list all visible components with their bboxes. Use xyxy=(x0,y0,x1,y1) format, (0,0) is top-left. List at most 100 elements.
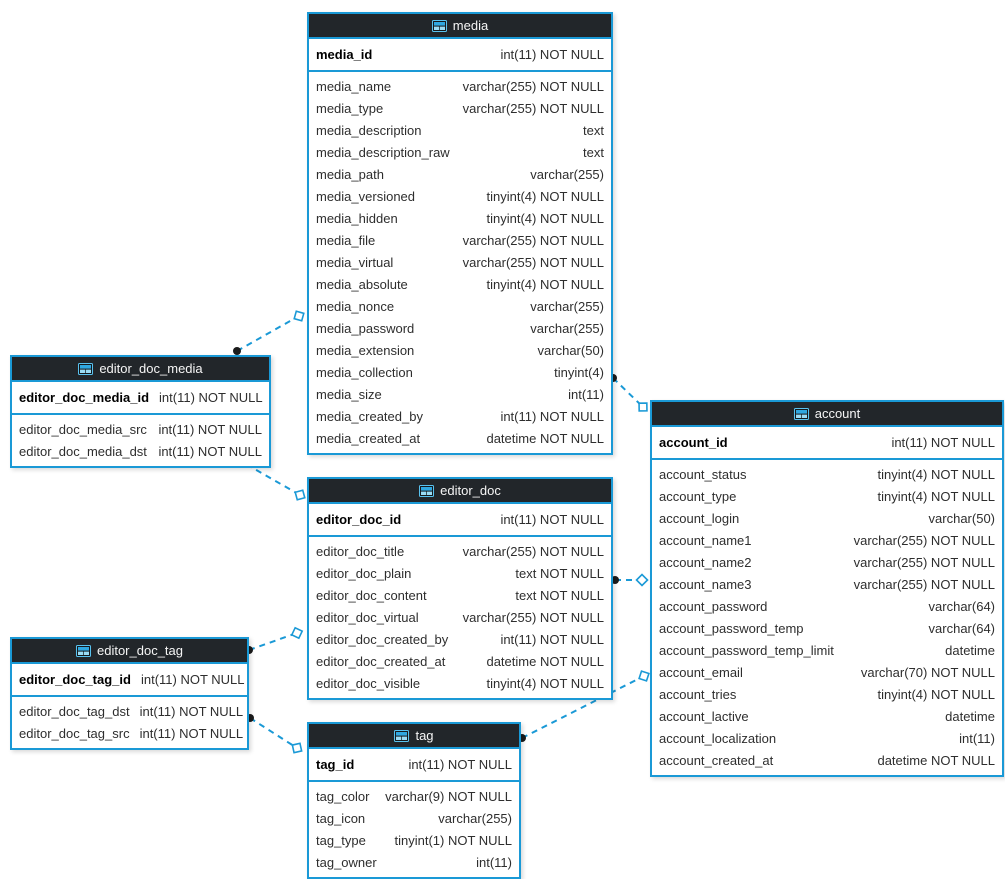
relationship-editor_doc_tag-to-editor_doc[interactable] xyxy=(245,626,304,654)
diamond-marker xyxy=(290,626,304,640)
table-header[interactable]: media xyxy=(309,14,611,39)
relationship-media-to-account[interactable] xyxy=(609,374,648,412)
column-type: int(11) xyxy=(476,854,512,870)
column-type: tinyint(4) NOT NULL xyxy=(486,276,604,292)
relationship-line[interactable] xyxy=(248,632,298,651)
column-name: editor_doc_id xyxy=(316,512,402,527)
column-type: datetime NOT NULL xyxy=(877,752,995,768)
column-name: editor_doc_virtual xyxy=(316,609,419,625)
table-title: media xyxy=(452,18,489,33)
table-header[interactable]: editor_doc xyxy=(309,479,611,504)
table-title: editor_doc xyxy=(440,483,501,498)
column-type: text xyxy=(583,144,604,160)
relationship-editor_doc_tag-to-tag[interactable] xyxy=(246,714,303,754)
relationship-line[interactable] xyxy=(236,315,300,352)
relationship-line[interactable] xyxy=(249,717,298,749)
table-header[interactable]: editor_doc_tag xyxy=(12,639,247,664)
column-type: int(11) NOT NULL xyxy=(500,512,604,527)
relationship-editor_doc_media-to-media[interactable] xyxy=(233,310,305,355)
relationship-editor_doc-to-account[interactable] xyxy=(611,573,649,587)
column-name: media_absolute xyxy=(316,276,408,292)
column-name: account_created_at xyxy=(659,752,774,768)
table-header[interactable]: editor_doc_media xyxy=(12,357,269,382)
table-row[interactable]: account_created_at datetime NOT NULL xyxy=(652,749,1002,771)
column-name: media_created_by xyxy=(316,408,423,424)
table-icon xyxy=(75,644,91,657)
table-row[interactable]: account_password_temp_limit datetime xyxy=(652,639,1002,661)
table-row-primary-key[interactable]: editor_doc_id int(11) NOT NULL xyxy=(309,508,611,531)
column-type: datetime NOT NULL xyxy=(486,430,604,446)
table-row[interactable]: media_absolute tinyint(4) NOT NULL xyxy=(309,273,611,295)
column-type: varchar(255) NOT NULL xyxy=(462,543,604,559)
diamond-marker xyxy=(291,742,303,754)
column-type: datetime xyxy=(945,642,995,658)
diamond-marker xyxy=(638,402,648,412)
column-name: account_password_temp xyxy=(659,620,804,636)
primary-key-section: editor_doc_id int(11) NOT NULL xyxy=(309,504,611,537)
column-name: account_lactive xyxy=(659,708,749,724)
relationship-line[interactable] xyxy=(521,675,645,739)
table-header[interactable]: account xyxy=(652,402,1002,427)
column-type: int(11) NOT NULL xyxy=(500,47,604,62)
column-type: int(11) NOT NULL xyxy=(891,435,995,450)
column-type: int(11) NOT NULL xyxy=(139,725,244,741)
column-name: account_password_temp_limit xyxy=(659,642,834,658)
relationship-line[interactable] xyxy=(612,377,644,408)
table-header[interactable]: tag xyxy=(309,724,519,749)
